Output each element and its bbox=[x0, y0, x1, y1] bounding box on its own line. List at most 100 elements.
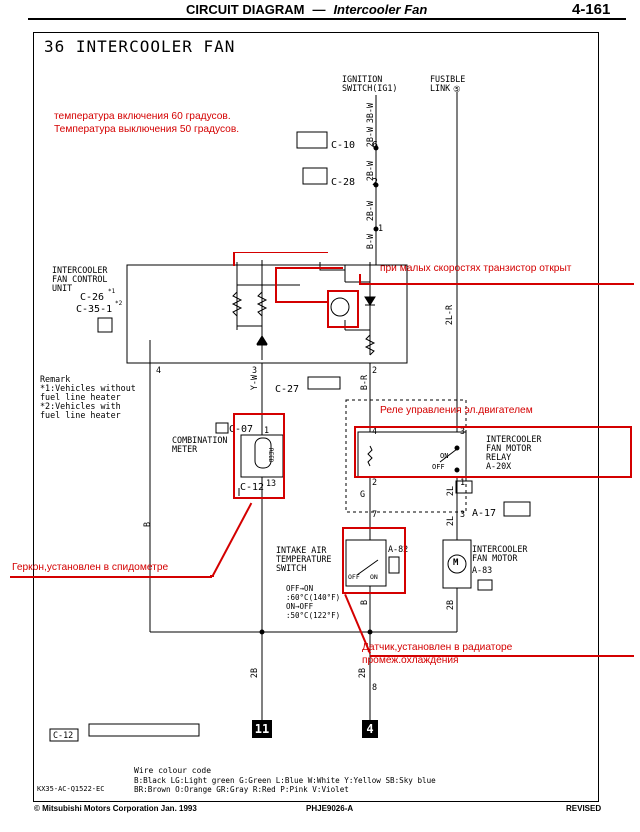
switch-off-label: OFF bbox=[348, 573, 360, 581]
relay-pin-2: 2 bbox=[372, 477, 378, 487]
ignition-switch-line-2: SWITCH(IG1) bbox=[342, 83, 398, 93]
footer-revised: REVISED bbox=[566, 804, 602, 813]
combination-meter-label: COMBINATION METER bbox=[172, 436, 227, 454]
ignition-switch-label: IGNITION SWITCH(IG1) bbox=[342, 75, 397, 93]
pin-3-a17: 3 bbox=[460, 509, 466, 519]
pin-13: 13 bbox=[266, 478, 277, 488]
ignition-switch-line-1: IGNITION bbox=[342, 74, 383, 84]
wire-colour-row-1: B:Black LG:Light green G:Green L:Blue W:… bbox=[134, 776, 436, 785]
intake-line-1: INTAKE AIR bbox=[276, 545, 327, 555]
pin-8: 8 bbox=[372, 682, 378, 692]
intake-line-2: TEMPERATURE bbox=[276, 554, 332, 564]
temp-note: OFF→ON :60°C(140°F) ON→OFF :50°C(122°F) bbox=[286, 584, 340, 620]
connector-icon-c28 bbox=[302, 167, 328, 185]
connector-a82: A-82 bbox=[388, 544, 409, 554]
control-unit-line-3: UNIT bbox=[52, 283, 73, 293]
doc-code: KX35-AC-Q1522-EC bbox=[37, 785, 105, 793]
connector-c28: C-28 bbox=[331, 177, 356, 188]
wire-label-2bw-c: 2B-W bbox=[365, 201, 375, 222]
remark-line-3: *2:Vehicles with bbox=[40, 401, 121, 411]
sensor-pointer-horizontal bbox=[370, 655, 634, 657]
relay-pin-3: 3 bbox=[460, 426, 466, 436]
relay-on-label: ON bbox=[440, 452, 449, 460]
switch-on-label: ON bbox=[370, 573, 378, 581]
control-unit-line-1: INTERCOOLER bbox=[52, 265, 108, 275]
transistor-pointer-v bbox=[359, 274, 361, 284]
red-bracket-low bbox=[275, 301, 327, 303]
connector-a20x: A-20X bbox=[486, 461, 512, 471]
wire-label-b-mid: B bbox=[359, 600, 369, 606]
connector-icon-a17 bbox=[503, 501, 531, 517]
star-1: *1 bbox=[108, 288, 116, 295]
reed-pointer-horizontal bbox=[10, 576, 212, 578]
temp-note-2: :60°C(140°F) bbox=[286, 593, 341, 602]
wire-label-2b-a: 2B bbox=[249, 668, 259, 679]
connector-c26: C-26 bbox=[80, 292, 105, 303]
fusible-link-label: FUSIBLE LINK bbox=[430, 75, 465, 93]
connector-a83: A-83 bbox=[472, 565, 493, 575]
fusible-link-line-2: LINK bbox=[430, 83, 451, 93]
fan-motor-line-1: INTERCOOLER bbox=[472, 544, 528, 554]
annotation-temp-off: Температура выключения 50 градусов. bbox=[54, 124, 240, 135]
connector-icon-c12-small bbox=[49, 728, 79, 742]
connector-c07: C-07 bbox=[229, 424, 254, 435]
fan-motor-line-2: FAN MOTOR bbox=[472, 553, 518, 563]
diagram-frame bbox=[33, 32, 599, 802]
wire-label-2l-b: 2L bbox=[445, 516, 455, 527]
combination-meter-line-1: COMBINATION bbox=[172, 435, 228, 445]
connector-icon-a82 bbox=[388, 556, 400, 574]
red-bracket-mid bbox=[275, 267, 343, 269]
relay-label: INTERCOOLER FAN MOTOR RELAY bbox=[486, 435, 541, 462]
connector-icon-c27 bbox=[307, 376, 341, 390]
wire-label-3bw: 3B-W bbox=[365, 103, 375, 124]
wire-label-b-left: B bbox=[142, 522, 152, 528]
header-dash: — bbox=[312, 2, 326, 17]
temp-note-4: :50°C(122°F) bbox=[286, 611, 341, 620]
intake-switch-label: INTAKE AIR TEMPERATURE SWITCH bbox=[276, 546, 331, 573]
reed-highlight bbox=[233, 413, 285, 499]
transistor-pointer bbox=[359, 283, 634, 285]
remark-title: Remark bbox=[40, 374, 71, 384]
connector-c12-bottom: C-12 bbox=[53, 730, 74, 740]
header-title: CIRCUIT DIAGRAM — Intercooler Fan bbox=[186, 2, 427, 17]
ground-point-11: 11 bbox=[252, 720, 272, 738]
combination-meter-line-2: METER bbox=[172, 444, 198, 454]
control-unit-label: INTERCOOLER FAN CONTROL UNIT bbox=[52, 266, 107, 293]
red-bracket-top bbox=[233, 252, 328, 253]
header-subtitle: Intercooler Fan bbox=[333, 2, 428, 17]
sensor-highlight bbox=[342, 527, 406, 594]
relay-line-2: FAN MOTOR bbox=[486, 443, 532, 453]
page-number: 4-161 bbox=[572, 1, 611, 18]
temp-note-3: ON→OFF bbox=[286, 602, 314, 611]
annotation-transistor: при малых скоростях транзистор открыт bbox=[380, 263, 572, 274]
remark-line-4: fuel line heater bbox=[40, 410, 121, 420]
ground-point-4: 4 bbox=[362, 720, 378, 738]
connector-icon-c26 bbox=[97, 317, 113, 333]
motor-icon: M bbox=[453, 558, 459, 568]
control-unit-line-2: FAN CONTROL bbox=[52, 274, 108, 284]
relay-off-label: OFF bbox=[432, 463, 445, 471]
connector-icon-a83 bbox=[477, 579, 493, 591]
reed-label: REED bbox=[267, 448, 274, 463]
header-title-text: CIRCUIT DIAGRAM bbox=[186, 2, 305, 17]
page-header: CIRCUIT DIAGRAM — Intercooler Fan 4-161 bbox=[0, 0, 640, 22]
pin-1-top: 1 bbox=[378, 223, 384, 233]
transistor-highlight bbox=[327, 290, 359, 328]
fusible-link-line-1: FUSIBLE bbox=[430, 74, 466, 84]
red-bracket-vert bbox=[275, 267, 277, 302]
wire-label-2l: 2L bbox=[445, 486, 455, 497]
c10-pin: 6 bbox=[372, 140, 379, 151]
connector-icon-c07 bbox=[215, 422, 229, 434]
intake-switch-box bbox=[345, 539, 387, 587]
wire-colour-title: Wire colour code bbox=[134, 766, 212, 775]
footer-copyright: © Mitsubishi Motors Corporation Jan. 199… bbox=[34, 804, 197, 813]
connector-c27: C-27 bbox=[275, 384, 300, 395]
fan-motor-label: INTERCOOLER FAN MOTOR bbox=[472, 545, 527, 563]
annotation-sensor-2: промеж.охлаждения bbox=[362, 655, 459, 666]
pin-3-cu: 3 bbox=[252, 365, 258, 375]
annotation-reed: Геркон,установлен в спидометре bbox=[12, 562, 169, 573]
connector-icon-c10 bbox=[296, 131, 328, 149]
reed-pointer-stub bbox=[210, 575, 214, 577]
connector-a17: A-17 bbox=[472, 508, 497, 519]
